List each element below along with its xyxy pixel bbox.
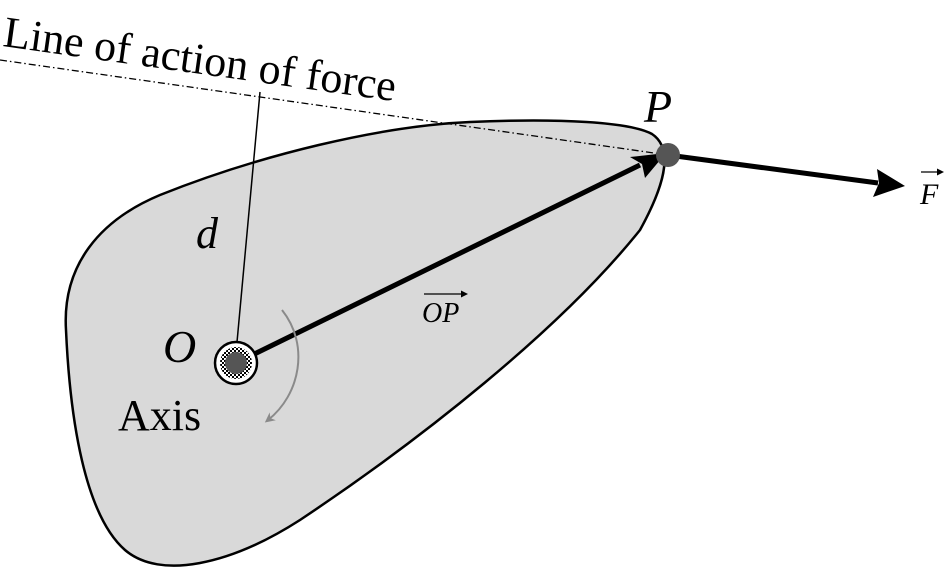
force-f-label: F xyxy=(919,178,939,211)
line-of-action xyxy=(0,59,669,156)
force-vector-shaft xyxy=(667,152,879,186)
line-of-action-label: Line of action of force xyxy=(1,7,400,111)
force-label-arrowhead xyxy=(937,168,944,176)
point-p-dot xyxy=(656,143,680,167)
vector-op-label: OP xyxy=(422,298,459,329)
rotation-arrow xyxy=(264,309,300,423)
point-p-label: P xyxy=(643,81,672,132)
perpendicular-distance-line xyxy=(235,91,261,354)
axis-center-dot xyxy=(225,352,247,374)
rigid-body xyxy=(64,119,666,567)
vector-op-label-arrowhead xyxy=(461,290,468,298)
force-vector-head xyxy=(873,169,905,197)
distance-d-label: d xyxy=(196,209,219,258)
axis-label: Axis xyxy=(118,391,201,440)
origin-o-label: O xyxy=(163,321,196,372)
position-vector-op-shaft xyxy=(234,162,642,366)
